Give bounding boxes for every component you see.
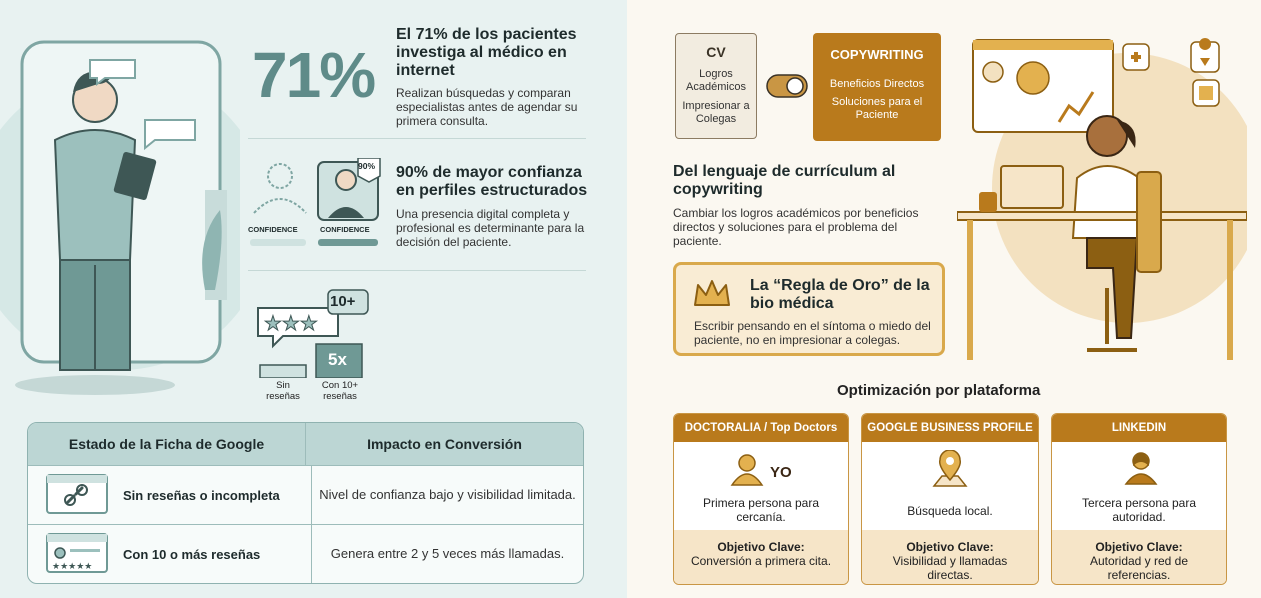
table-row-impact: Genera entre 2 y 5 veces más llamadas. (330, 546, 565, 561)
cv-document: CV Logros Académicos Impresionar a Coleg… (675, 33, 757, 139)
copywriting-line-2: Soluciones para el Paciente (831, 96, 923, 121)
profile-stars-icon: ★★★★★ (46, 533, 108, 573)
copywriting-title: COPYWRITING (830, 47, 924, 62)
platform-card-header: DOCTORALIA / Top Doctors (674, 414, 848, 442)
platform-goal-label: Objetivo Clave: (717, 540, 805, 554)
table-row-impact: Nivel de confianza bajo y visibilidad li… (319, 487, 576, 502)
table-row: Sin reseñas o incompleta Nivel de confia… (28, 465, 583, 524)
stat-71-number: 71% (252, 39, 376, 111)
platforms-title: Optimización por plataforma (837, 382, 1041, 399)
platform-card-linkedin: LINKEDIN Tercera persona para autoridad.… (1051, 413, 1227, 585)
golden-rule-desc: Escribir pensando en el síntoma o miedo … (694, 319, 931, 347)
table-row-label: Con 10 o más reseñas (123, 546, 261, 562)
platform-goal: Autoridad y red de referencias. (1089, 554, 1189, 582)
platform-card-desc: Primera persona para cercanía. (702, 496, 820, 524)
cv-line-2: Impresionar a Colegas (682, 100, 750, 125)
svg-text:★★★★★: ★★★★★ (52, 562, 92, 572)
platform-card-desc: Búsqueda local. (907, 504, 993, 518)
platform-goal-label: Objetivo Clave: (906, 540, 994, 554)
table-row: ★★★★★ Con 10 o más reseñas Genera entre … (28, 524, 583, 583)
table-header-cell: Impacto en Conversión (367, 436, 522, 452)
reviews-bubble-text: 10+ (330, 293, 356, 310)
confidence-comparison-icon (250, 158, 381, 246)
confidence-label-low: CONFIDENCE (248, 225, 298, 234)
svg-text:★★★: ★★★ (264, 311, 318, 335)
crown-icon (694, 280, 730, 306)
stat-90-title: 90% de mayor confianza en perfiles estru… (396, 164, 588, 199)
broken-link-icon (46, 474, 108, 514)
stat-71-title: El 71% de los pacientes investiga al méd… (396, 26, 577, 79)
platform-card-header: GOOGLE BUSINESS PROFILE (862, 414, 1038, 442)
divider (248, 138, 586, 139)
reviews-label-without: Sin reseñas (266, 380, 300, 402)
cv-title: CV (706, 44, 726, 60)
reviews-chart-icon: ★★★ (257, 289, 369, 378)
golden-rule-title: La “Regla de Oro” de la bio médica (750, 277, 930, 312)
table-header-cell: Estado de la Ficha de Google (28, 423, 306, 465)
left-panel: 71% El 71% de los pacientes investiga al… (0, 0, 627, 598)
platform-goal: Conversión a primera cita. (690, 554, 832, 568)
doctor-at-desk-illustration (957, 38, 1247, 360)
map-pin-icon (932, 450, 968, 487)
platform-card-desc: Tercera persona para autoridad. (1081, 496, 1197, 524)
yo-label: YO (770, 464, 792, 481)
platform-card-google: GOOGLE BUSINESS PROFILE Búsqueda local. … (861, 413, 1039, 585)
stat-90-desc: Una presencia digital completa y profesi… (396, 207, 585, 249)
phone-user-illustration (0, 40, 240, 395)
copywriting-section-title: Del lenguaje de currículum al copywritin… (673, 163, 896, 198)
platform-card-header: LINKEDIN (1052, 414, 1226, 442)
reviews-label-with: Con 10+ reseñas (321, 380, 359, 402)
stat-71-desc: Realizan búsquedas y comparan especialis… (396, 86, 578, 128)
table-header: Estado de la Ficha de Google Impacto en … (28, 423, 583, 465)
right-panel: CV Logros Académicos Impresionar a Coleg… (627, 0, 1261, 598)
confidence-badge: 90% (358, 161, 376, 171)
reviews-multiplier: 5x (328, 350, 347, 369)
platform-goal: Visibilidad y llamadas directas. (892, 554, 1008, 582)
table-row-label: Sin reseñas o incompleta (123, 487, 280, 503)
cv-line-1: Logros Académicos (686, 68, 746, 93)
copywriting-line-1: Beneficios Directos (829, 78, 925, 90)
platform-goal-label: Objetivo Clave: (1095, 540, 1183, 554)
platform-card-doctoralia: DOCTORALIA / Top Doctors YO Primera pers… (673, 413, 849, 585)
copywriting-box: COPYWRITING Beneficios Directos Solucion… (813, 33, 941, 141)
copywriting-section-desc: Cambiar los logros académicos por benefi… (673, 206, 919, 248)
google-profile-table: Estado de la Ficha de Google Impacto en … (27, 422, 584, 584)
confidence-label-high: CONFIDENCE (320, 225, 370, 234)
user-icon (730, 454, 764, 486)
toggle-switch-icon (766, 74, 808, 98)
golden-rule-card: La “Regla de Oro” de la bio médica Escri… (673, 262, 945, 356)
divider (248, 270, 586, 271)
professional-woman-icon (1124, 452, 1158, 485)
